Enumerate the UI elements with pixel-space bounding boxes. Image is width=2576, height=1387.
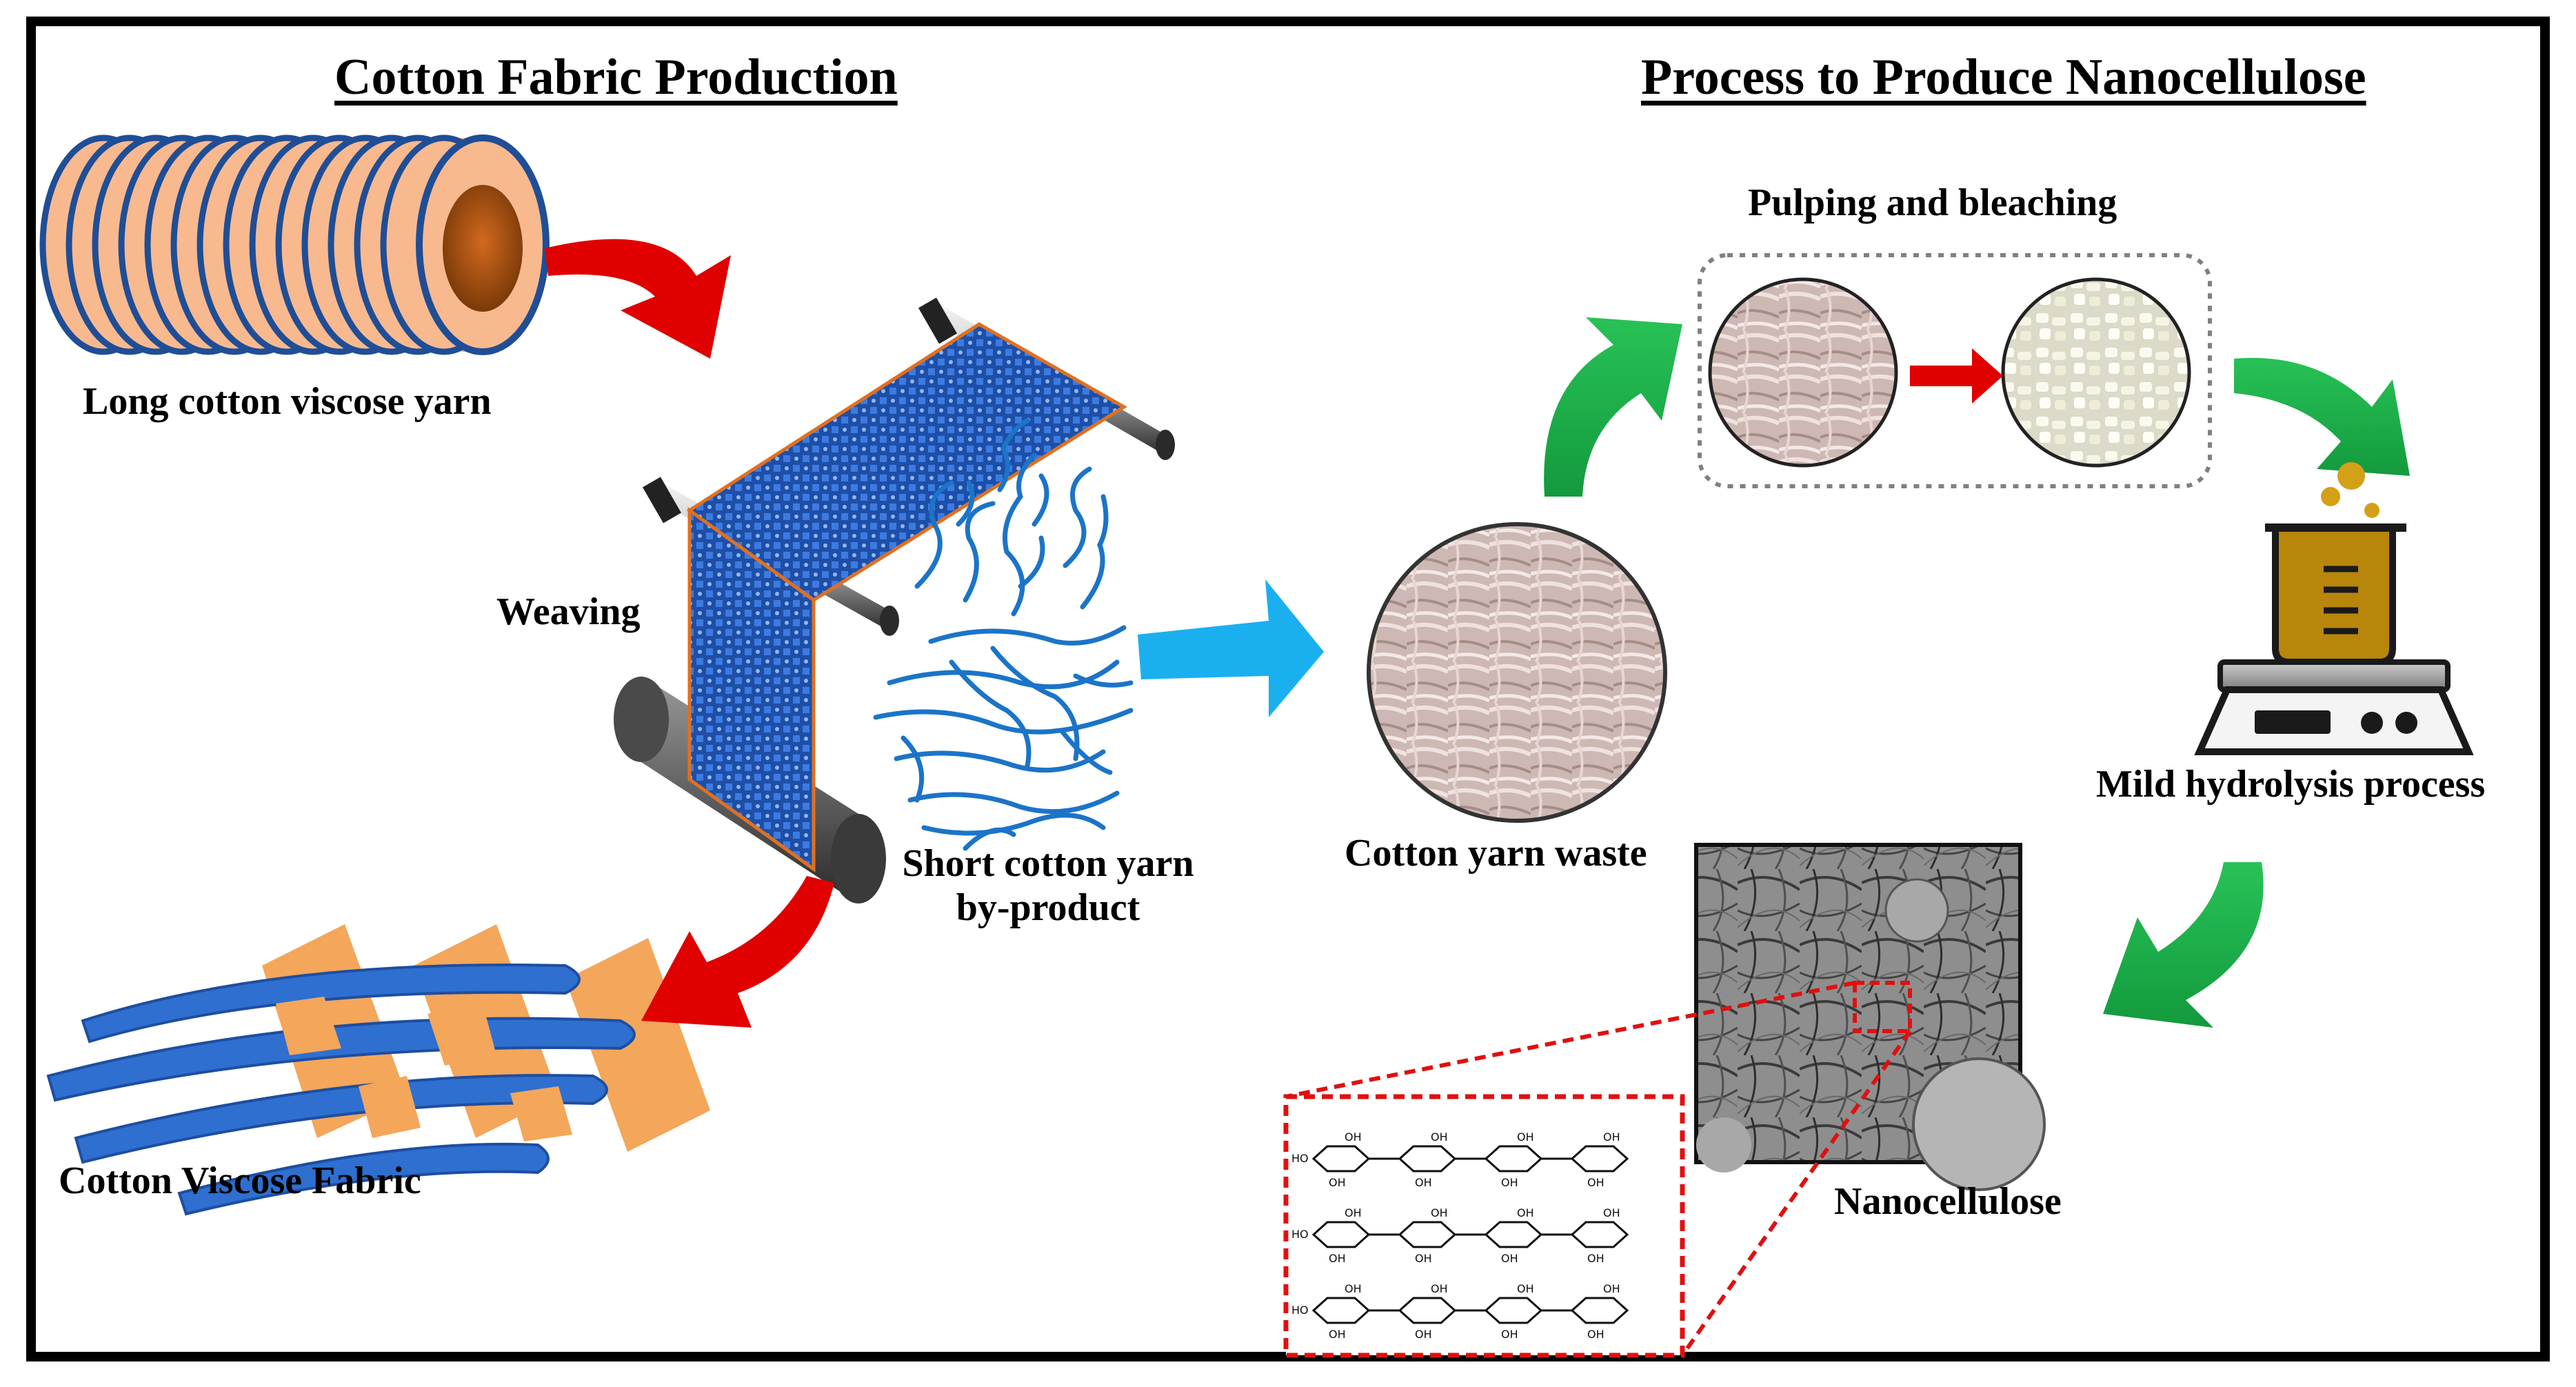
hydrolysis-apparatus xyxy=(2194,462,2474,755)
hydroxyl-label: OH xyxy=(1517,1206,1534,1219)
green-arrow-to-nanocellulose xyxy=(2103,862,2264,1028)
hydroxyl-label: OH xyxy=(1329,1176,1346,1189)
hydroxyl-label: OH xyxy=(1329,1252,1346,1265)
cotton-waste-photo xyxy=(1367,522,1667,823)
red-arrow-yarn-to-loom xyxy=(545,239,731,359)
hydroxyl-label: OH xyxy=(1603,1206,1620,1219)
hydroxyl-label: OH xyxy=(1587,1176,1604,1189)
hydroxyl-label: OH xyxy=(1345,1206,1362,1219)
green-arrow-to-pulping xyxy=(1544,317,1682,497)
hydroxyl-label: OH xyxy=(1587,1252,1604,1265)
label-short-yarn: Short cotton yarn by-product xyxy=(876,841,1220,930)
hydroxyl-label: OH xyxy=(1415,1252,1432,1265)
label-nanocellulose: Nanocellulose xyxy=(1834,1180,2062,1223)
woven-fabric-illustration xyxy=(46,924,710,1216)
glucose-ring xyxy=(1570,1221,1629,1248)
label-long-yarn: Long cotton viscose yarn xyxy=(83,380,492,423)
hydroxyl-label: OH xyxy=(1603,1130,1620,1144)
heading-nanocellulose-process: Process to Produce Nanocellulose xyxy=(1641,49,2366,106)
zoom-lines xyxy=(1285,981,1912,1357)
yarn-roll-illustration xyxy=(39,134,550,355)
hydroxyl-label: OH xyxy=(1501,1176,1518,1189)
cellulose-structure-box: OH OH OH OH OH OH OH OH HO OH OH OH OH OH OH OH OH HO OH OH… xyxy=(1283,1094,1685,1358)
ho-label: HO xyxy=(1291,1152,1309,1165)
ho-label: HO xyxy=(1291,1304,1309,1317)
pulping-bleaching-box xyxy=(1698,253,2212,488)
hydroxyl-label: OH xyxy=(1345,1130,1362,1144)
hydroxyl-label: OH xyxy=(1415,1328,1432,1341)
label-cotton-viscose-fabric: Cotton Viscose Fabric xyxy=(59,1159,421,1202)
red-arrow-loom-to-fabric xyxy=(641,876,834,1028)
heading-cotton-fabric-production: Cotton Fabric Production xyxy=(334,49,898,106)
nanocellulose-tem-image xyxy=(1694,843,2046,1191)
hydroxyl-label: OH xyxy=(1345,1282,1362,1295)
hydroxyl-label: OH xyxy=(1501,1252,1518,1265)
green-arrow-to-hydrolysis xyxy=(2234,357,2410,476)
ho-label: HO xyxy=(1291,1228,1309,1241)
label-short-yarn-line2: by-product xyxy=(956,886,1140,929)
hydroxyl-label: OH xyxy=(1415,1176,1432,1189)
hydroxyl-label: OH xyxy=(1431,1130,1448,1144)
label-short-yarn-line1: Short cotton yarn xyxy=(902,842,1194,885)
hydroxyl-label: OH xyxy=(1329,1328,1346,1341)
hydroxyl-label: OH xyxy=(1517,1282,1534,1295)
hydroxyl-label: OH xyxy=(1603,1282,1620,1295)
label-weaving: Weaving xyxy=(496,590,641,633)
label-cotton-yarn-waste: Cotton yarn waste xyxy=(1345,832,1647,875)
hydroxyl-label: OH xyxy=(1501,1328,1518,1341)
loom-illustration xyxy=(614,297,1175,904)
label-mild-hydrolysis: Mild hydrolysis process xyxy=(2096,763,2486,806)
hydroxyl-label: OH xyxy=(1431,1206,1448,1219)
glucose-ring xyxy=(1570,1145,1629,1173)
hydroxyl-label: OH xyxy=(1431,1282,1448,1295)
glucose-ring xyxy=(1570,1297,1629,1324)
short-yarn-fibers xyxy=(873,418,1134,851)
hydroxyl-label: OH xyxy=(1587,1328,1604,1341)
blue-arrow-to-waste xyxy=(1138,579,1324,717)
hydroxyl-label: OH xyxy=(1517,1130,1534,1144)
label-pulping-bleaching: Pulping and bleaching xyxy=(1748,181,2117,224)
